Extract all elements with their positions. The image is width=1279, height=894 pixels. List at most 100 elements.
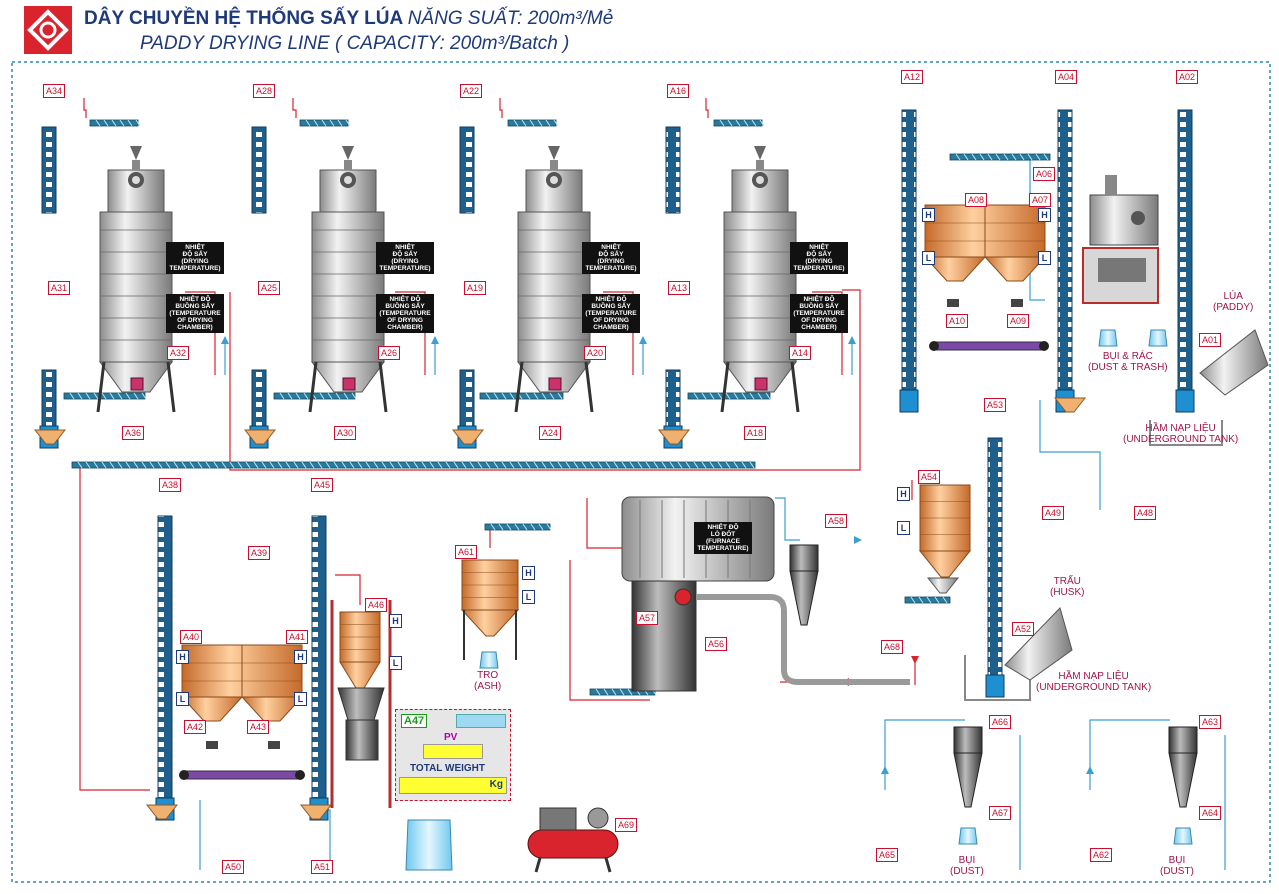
tag-a65[interactable]: A65 [876, 848, 899, 862]
tag-a67[interactable]: A67 [989, 806, 1012, 820]
conveyor-flight [173, 461, 179, 469]
tag-a18[interactable]: A18 [744, 426, 767, 440]
tag-a22[interactable]: A22 [460, 84, 483, 98]
cyclone-body [953, 726, 983, 754]
tag-a32[interactable]: A32 [167, 346, 190, 360]
tag-a28[interactable]: A28 [253, 84, 276, 98]
flow-arrow-icon [854, 536, 862, 544]
tag-a20[interactable]: A20 [584, 346, 607, 360]
belt-pulley [179, 770, 189, 780]
high-level-sensor[interactable]: H [1038, 208, 1051, 222]
tag-a49[interactable]: A49 [1042, 506, 1065, 520]
tag-a63[interactable]: A63 [1199, 715, 1222, 729]
low-level-sensor[interactable]: L [389, 656, 402, 670]
slide-gate-icon [1011, 299, 1023, 307]
high-level-sensor[interactable]: H [522, 566, 535, 580]
chamber-temp-indicator-3-line: (TEMPERATURE [585, 310, 637, 317]
conveyor-flight [381, 461, 387, 469]
bucket-elevator [1057, 109, 1073, 413]
tag-a46[interactable]: A46 [365, 598, 388, 612]
low-level-sensor[interactable]: L [922, 251, 935, 265]
total-weight-field[interactable]: Kg [399, 777, 507, 794]
tag-a02[interactable]: A02 [1176, 70, 1199, 84]
tag-a10[interactable]: A10 [946, 314, 969, 328]
tag-a39[interactable]: A39 [248, 546, 271, 560]
tag-a68[interactable]: A68 [881, 640, 904, 654]
dust-trash-caption: BỤI & RÁC(DUST & TRASH) [1088, 351, 1168, 373]
slide-gate-icon [268, 741, 280, 749]
tag-a36[interactable]: A36 [122, 426, 145, 440]
tag-a01[interactable]: A01 [1199, 333, 1222, 347]
tag-a08[interactable]: A08 [965, 193, 988, 207]
tag-a51[interactable]: A51 [311, 860, 334, 874]
chamber-temp-indicator-3-line: CHAMBER) [593, 324, 629, 331]
high-level-sensor[interactable]: H [922, 208, 935, 222]
drying-temp-indicator-1-line: ĐỘ SẤY [182, 251, 208, 258]
tag-a58[interactable]: A58 [825, 514, 848, 528]
high-level-sensor[interactable]: H [389, 614, 402, 628]
tag-a38[interactable]: A38 [159, 478, 182, 492]
tag-a19[interactable]: A19 [464, 281, 487, 295]
tag-a69[interactable]: A69 [615, 818, 638, 832]
tag-a12[interactable]: A12 [901, 70, 924, 84]
tag-a42[interactable]: A42 [184, 720, 207, 734]
tag-a56[interactable]: A56 [705, 637, 728, 651]
tag-a62[interactable]: A62 [1090, 848, 1113, 862]
tag-a16[interactable]: A16 [667, 84, 690, 98]
total-weight-label: TOTAL WEIGHT [410, 763, 485, 774]
tag-a57[interactable]: A57 [636, 611, 659, 625]
low-level-sensor[interactable]: L [522, 590, 535, 604]
tag-a48[interactable]: A48 [1134, 506, 1157, 520]
tag-a06[interactable]: A06 [1033, 167, 1056, 181]
tag-a14[interactable]: A14 [789, 346, 812, 360]
feed-pipe [83, 98, 87, 118]
low-level-sensor[interactable]: L [294, 692, 307, 706]
high-level-sensor[interactable]: H [897, 487, 910, 501]
tag-a30[interactable]: A30 [334, 426, 357, 440]
tag-a61[interactable]: A61 [455, 545, 478, 559]
tag-a52[interactable]: A52 [1012, 622, 1035, 636]
weight-setpoint-field[interactable] [456, 714, 506, 728]
furnace-exhaust-pipe [775, 497, 800, 541]
tag-a40[interactable]: A40 [180, 630, 203, 644]
capacity-vi: NĂNG SUẤT: 200m³/Mẻ [407, 8, 614, 29]
tag-a04[interactable]: A04 [1055, 70, 1078, 84]
tag-a50[interactable]: A50 [222, 860, 245, 874]
chamber-temp-indicator-1-line: BUỒNG SẤY [175, 303, 215, 310]
tag-a53[interactable]: A53 [984, 398, 1007, 412]
low-level-sensor[interactable]: L [1038, 251, 1051, 265]
cyclone-intake-duct [1089, 719, 1170, 790]
conveyor-flight [637, 461, 643, 469]
pv-value-field[interactable] [423, 744, 483, 759]
tag-a24[interactable]: A24 [539, 426, 562, 440]
tag-a43[interactable]: A43 [247, 720, 270, 734]
tag-a13[interactable]: A13 [668, 281, 691, 295]
tag-a31[interactable]: A31 [48, 281, 71, 295]
tag-a25[interactable]: A25 [258, 281, 281, 295]
tag-a26[interactable]: A26 [378, 346, 401, 360]
tag-a45[interactable]: A45 [311, 478, 334, 492]
conveyor-flight [546, 523, 552, 531]
tag-a07[interactable]: A07 [1029, 193, 1052, 207]
tag-a66[interactable]: A66 [989, 715, 1012, 729]
pre-cleaner-screen [1098, 258, 1146, 282]
low-level-sensor[interactable]: L [176, 692, 189, 706]
tag-a34[interactable]: A34 [43, 84, 66, 98]
tag-a09[interactable]: A09 [1007, 314, 1030, 328]
high-level-sensor[interactable]: H [294, 650, 307, 664]
high-level-sensor[interactable]: H [176, 650, 189, 664]
tag-a54[interactable]: A54 [918, 470, 941, 484]
tag-a64[interactable]: A64 [1199, 806, 1222, 820]
low-level-sensor[interactable]: L [897, 521, 910, 535]
belt-conveyor [179, 770, 305, 780]
tag-a41[interactable]: A41 [286, 630, 309, 644]
